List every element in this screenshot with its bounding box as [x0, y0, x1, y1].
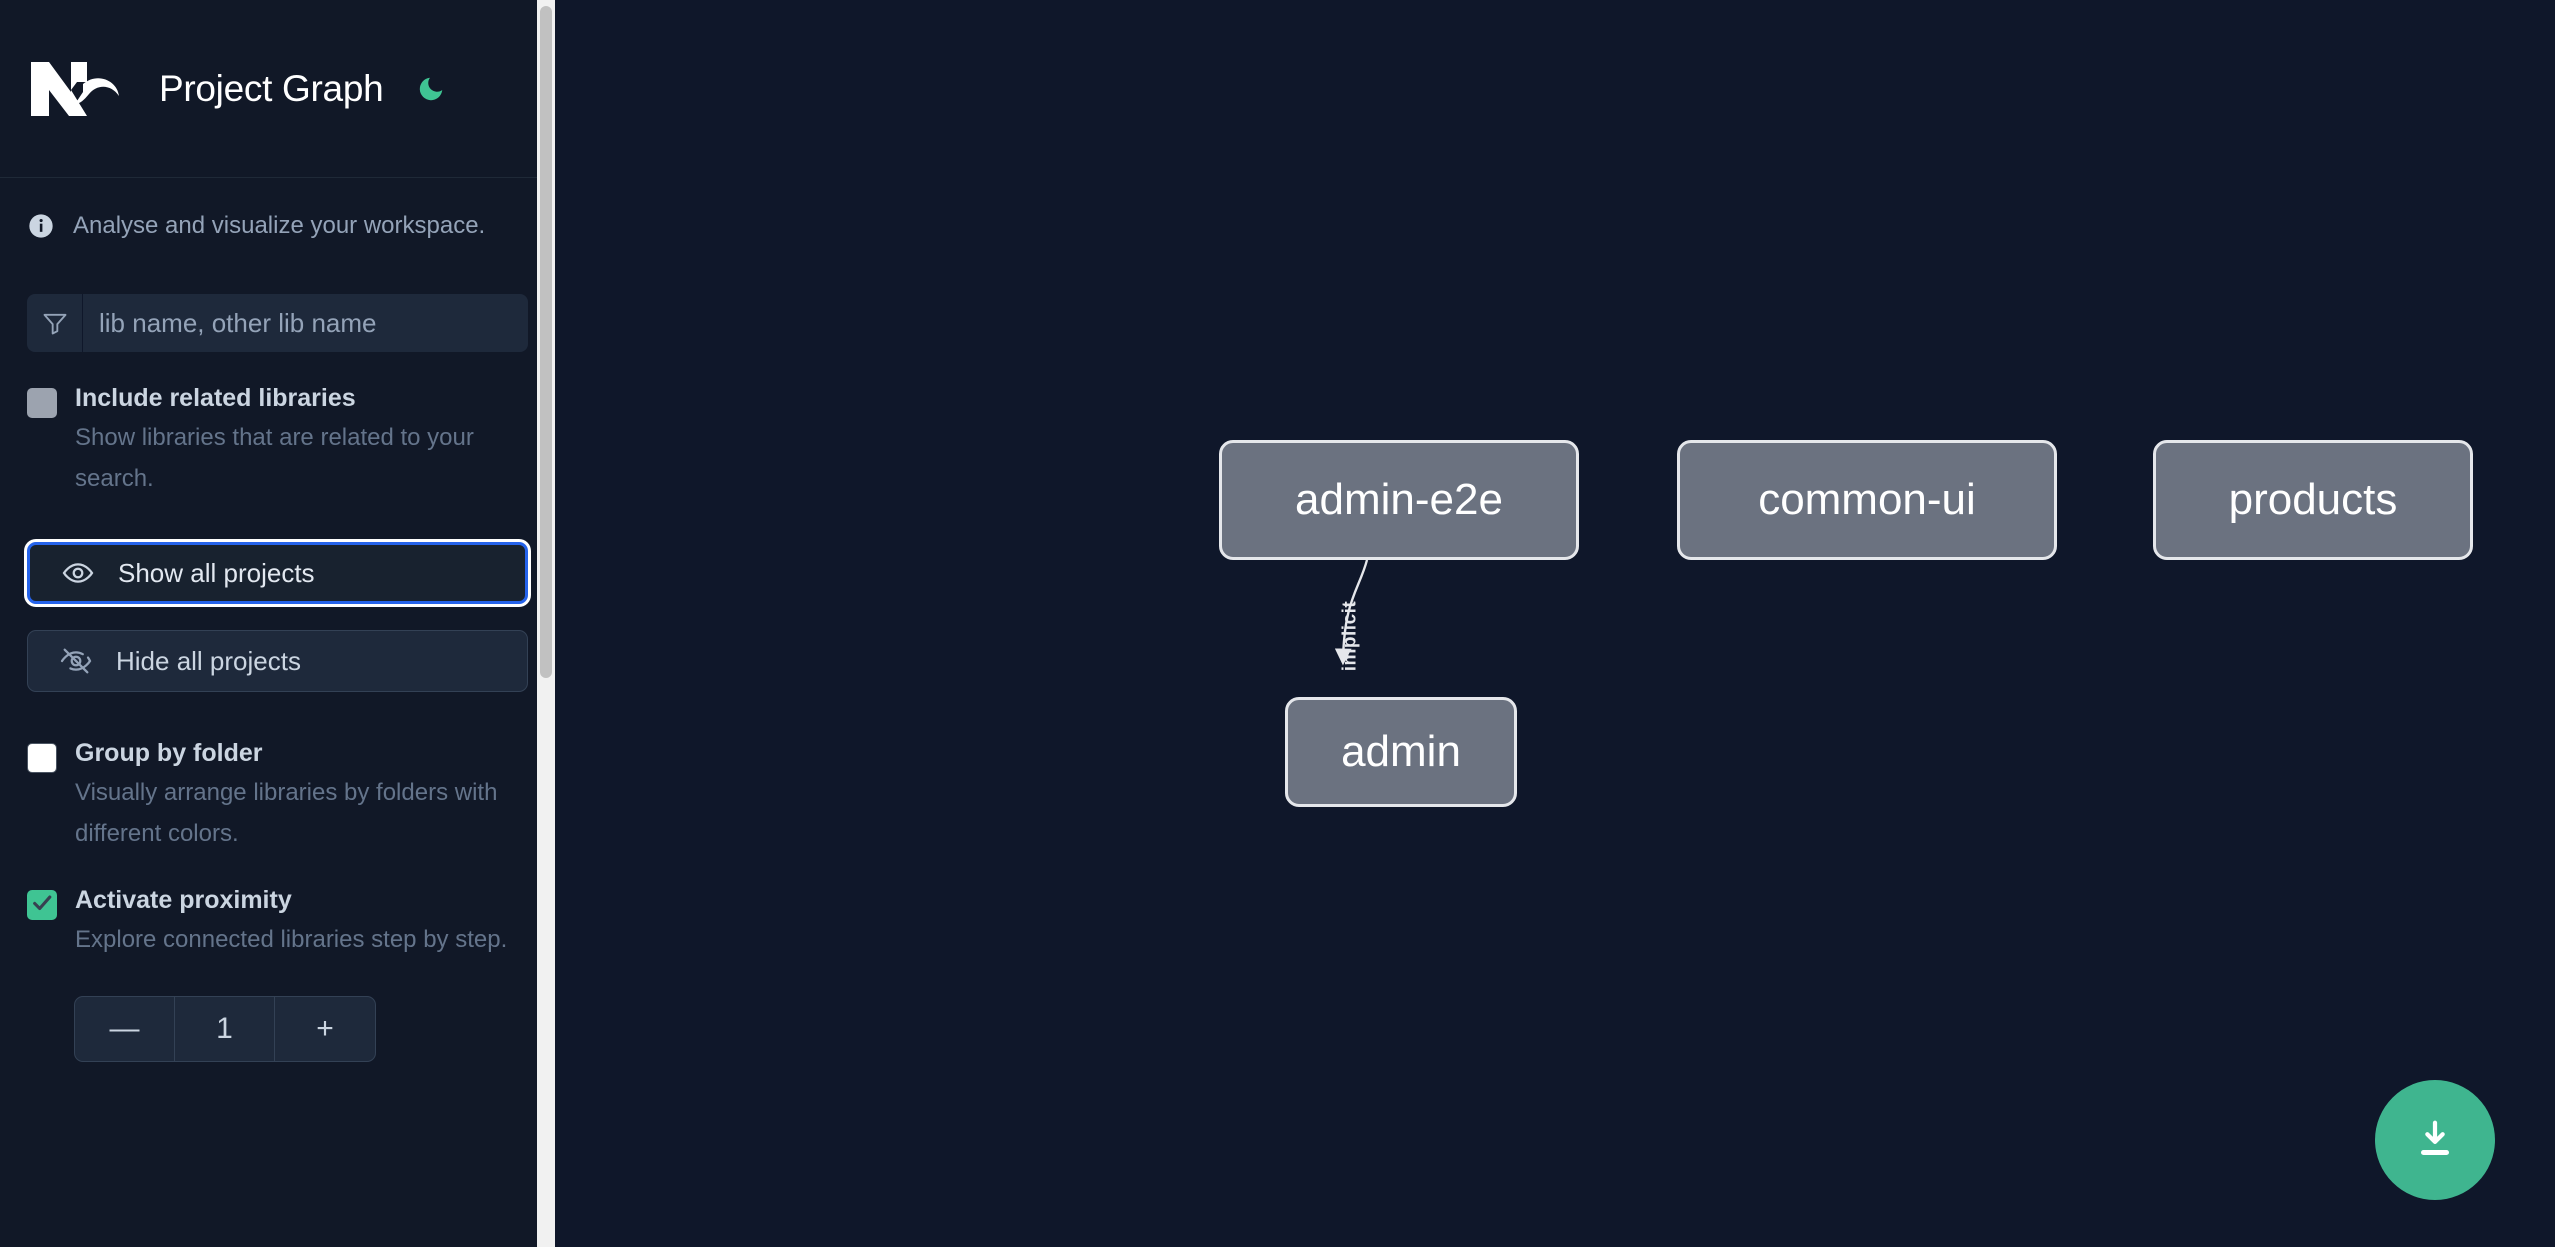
- search-input[interactable]: [83, 294, 528, 352]
- activate-proximity-text: Activate proximity Explore connected lib…: [75, 884, 507, 960]
- activate-proximity-label: Activate proximity: [75, 886, 292, 914]
- workspace-info-text: Analyse and visualize your workspace.: [73, 212, 486, 239]
- workspace-info: Analyse and visualize your workspace.: [0, 178, 555, 266]
- nx-logo-icon: [27, 58, 123, 120]
- page-title: Project Graph: [159, 67, 384, 109]
- option-include-related-libraries[interactable]: Include related libraries Show libraries…: [0, 382, 555, 499]
- hide-all-projects-label: Hide all projects: [116, 645, 301, 676]
- moon-icon[interactable]: [411, 69, 451, 109]
- edge-label-admin: implicit: [1339, 600, 1361, 672]
- activate-proximity-description: Explore connected libraries step by step…: [75, 926, 508, 953]
- graph-node-admin-e2e[interactable]: admin-e2e: [1219, 440, 1579, 560]
- download-graph-button[interactable]: [2375, 1080, 2495, 1200]
- graph-node-admin[interactable]: admin: [1285, 697, 1517, 807]
- sidebar-scrollbar[interactable]: [537, 0, 555, 1247]
- graph-node-label: admin: [1341, 727, 1461, 776]
- proximity-increment-button[interactable]: +: [316, 1012, 334, 1045]
- sidebar: Project Graph Analyse and visualize yo: [0, 0, 555, 1247]
- group-by-folder-description: Visually arrange libraries by folders wi…: [75, 779, 498, 847]
- filter-box: [27, 294, 528, 352]
- graph-node-products[interactable]: products: [2153, 440, 2473, 560]
- eye-icon: [60, 555, 96, 591]
- include-related-libraries-text: Include related libraries Show libraries…: [75, 382, 525, 499]
- sidebar-content: Project Graph Analyse and visualize yo: [0, 0, 555, 1062]
- graph-canvas[interactable]: admin-e2e common-ui products store-e2e a…: [555, 0, 2555, 1247]
- graph-node-label: admin-e2e: [1295, 475, 1503, 524]
- proximity-stepper: — 1 +: [74, 996, 376, 1062]
- activate-proximity-checkbox[interactable]: [27, 890, 57, 920]
- option-group-by-folder[interactable]: Group by folder Visually arrange librari…: [0, 737, 555, 854]
- group-by-folder-label: Group by folder: [75, 739, 263, 767]
- info-icon: [27, 212, 55, 240]
- include-related-libraries-checkbox[interactable]: [27, 388, 57, 418]
- funnel-icon: [27, 294, 83, 352]
- sidebar-header: Project Graph: [0, 0, 555, 178]
- hide-all-projects-button[interactable]: Hide all projects: [27, 630, 528, 692]
- proximity-decrement-button[interactable]: —: [75, 997, 175, 1061]
- sidebar-scrollbar-thumb[interactable]: [540, 6, 552, 678]
- group-by-folder-text: Group by folder Visually arrange librari…: [75, 737, 525, 854]
- check-icon: [33, 895, 52, 911]
- eye-off-icon: [58, 643, 94, 679]
- graph-node-label: products: [2228, 475, 2398, 524]
- option-activate-proximity[interactable]: Activate proximity Explore connected lib…: [0, 884, 555, 960]
- group-by-folder-checkbox[interactable]: [27, 743, 57, 773]
- graph-edges: [1334, 559, 1369, 666]
- include-related-libraries-description: Show libraries that are related to your …: [75, 424, 474, 492]
- graph-node-common-ui[interactable]: common-ui: [1677, 440, 2057, 560]
- graph-node-label: common-ui: [1758, 475, 1976, 524]
- proximity-stepper-wrap: — 1 +: [0, 996, 555, 1062]
- show-all-projects-label: Show all projects: [118, 557, 315, 588]
- show-all-projects-button[interactable]: Show all projects: [27, 542, 528, 604]
- download-icon: [2421, 1120, 2449, 1155]
- proximity-value: 1: [175, 997, 275, 1061]
- include-related-libraries-label: Include related libraries: [75, 384, 356, 412]
